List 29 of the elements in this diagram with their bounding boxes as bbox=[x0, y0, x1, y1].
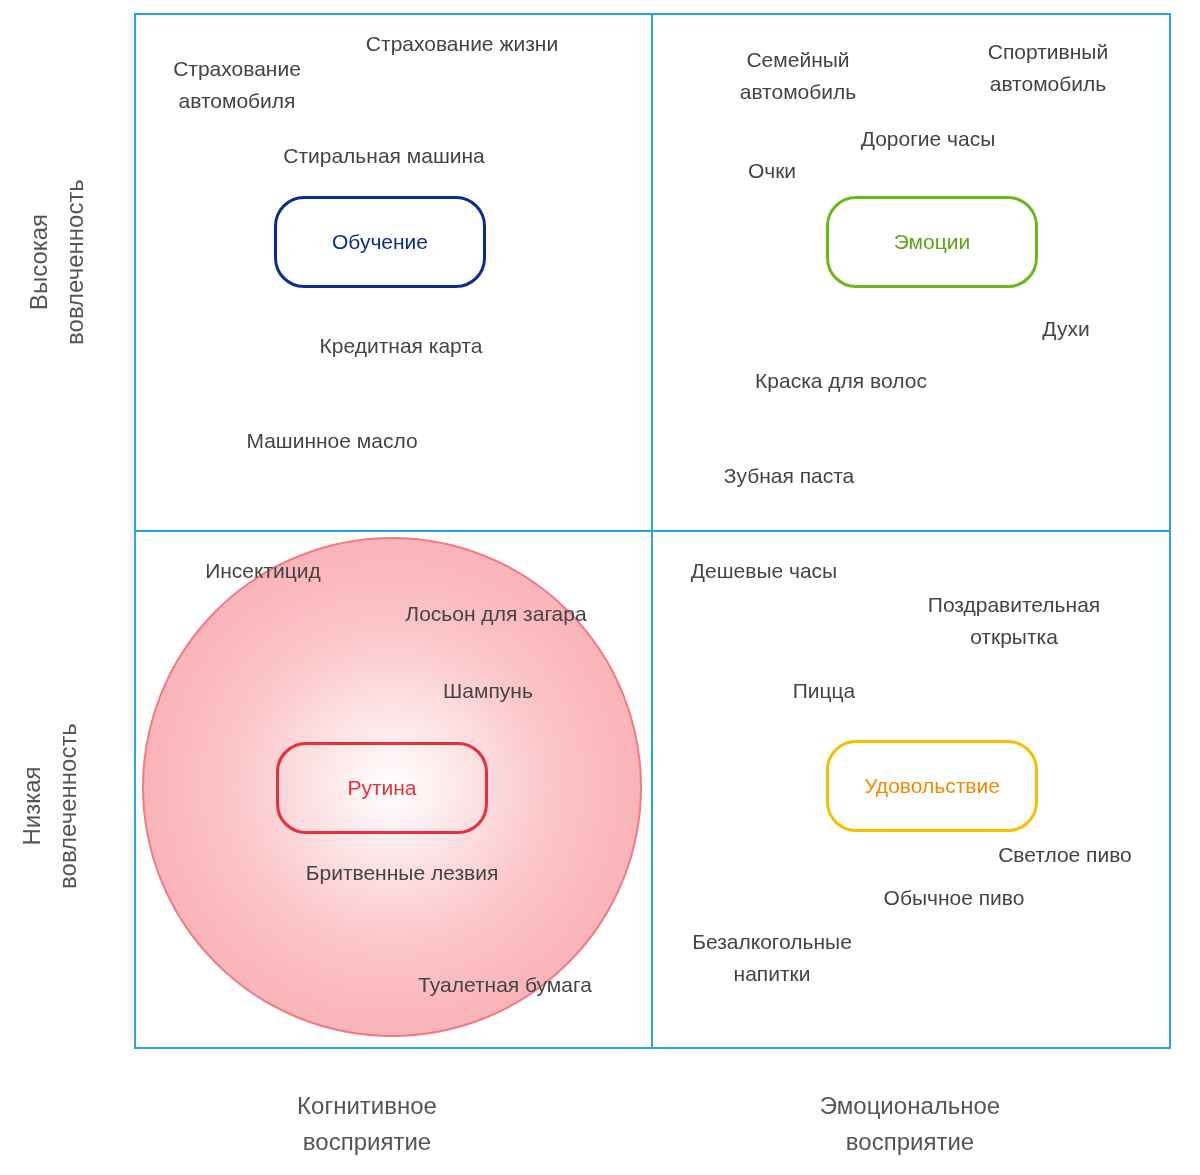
item-label: Дорогие часы bbox=[859, 126, 997, 153]
item-label: Зубная паста bbox=[722, 463, 856, 490]
axis-label: Когнитивное восприятие bbox=[296, 1091, 438, 1157]
rounded-box: Рутина bbox=[276, 742, 488, 834]
item-label: Дешевые часы bbox=[689, 558, 839, 585]
axis-label: Низкая вовлеченность bbox=[17, 722, 82, 891]
item-label: Духи bbox=[1041, 316, 1091, 343]
item-label: Очки bbox=[746, 158, 798, 185]
item-label: Страхование жизни bbox=[364, 31, 560, 58]
item-label: Кредитная карта bbox=[318, 333, 484, 360]
item-label: Безалкогольные напитки bbox=[691, 928, 853, 986]
item-label: Страхование автомобиля bbox=[172, 55, 302, 113]
item-label: Бритвенные лезвия bbox=[304, 860, 500, 887]
item-label: Поздравительная открытка bbox=[926, 591, 1102, 650]
item-label: Пицца bbox=[791, 678, 857, 705]
item-label: Светлое пиво bbox=[997, 842, 1133, 869]
item-label: Семейный автомобиль bbox=[738, 46, 858, 104]
item-label: Лосьон для загара bbox=[404, 601, 588, 628]
axis-label: Высокая вовлеченность bbox=[24, 178, 89, 347]
rounded-box: Обучение bbox=[274, 196, 486, 288]
rounded-box: Удовольствие bbox=[826, 740, 1038, 832]
item-label: Спортивный автомобиль bbox=[986, 38, 1110, 96]
axis-label: Эмоциональное восприятие bbox=[818, 1091, 1002, 1157]
rounded-box: Эмоции bbox=[826, 196, 1038, 288]
item-label: Обычное пиво bbox=[882, 885, 1026, 912]
item-label: Краска для волос bbox=[754, 368, 928, 395]
item-label: Стиральная машина bbox=[282, 143, 486, 170]
item-label: Машинное масло bbox=[245, 428, 419, 455]
item-label: Шампунь bbox=[442, 678, 534, 705]
